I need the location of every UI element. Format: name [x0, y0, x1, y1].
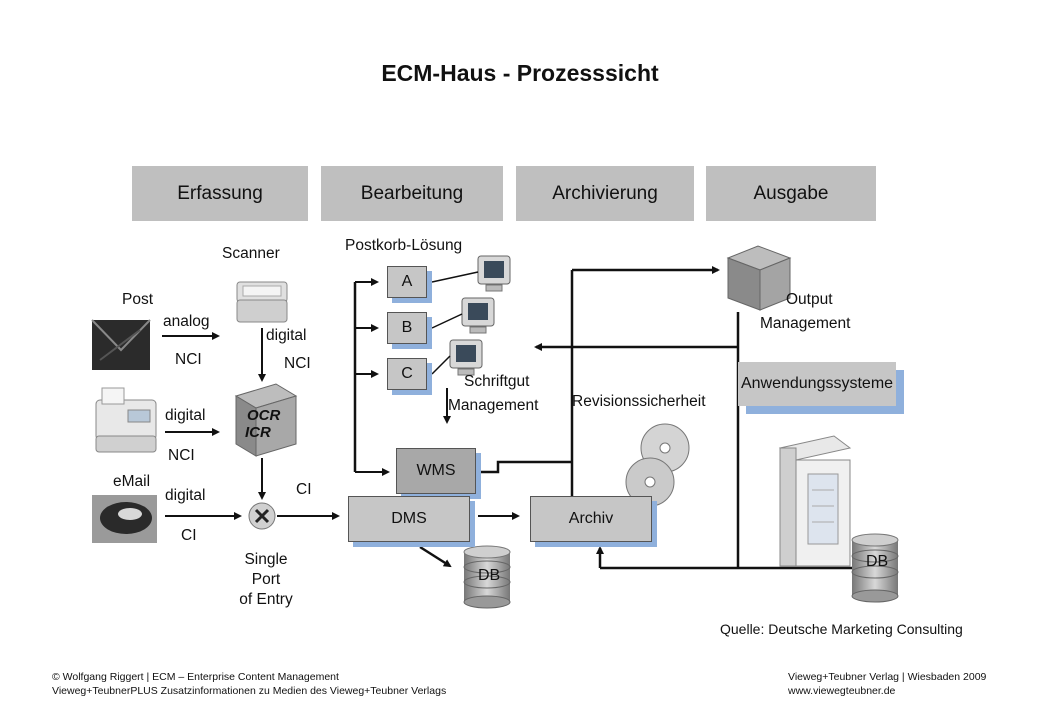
ocr-label: OCR — [247, 407, 281, 424]
footer-right-line1: Vieweg+Teubner Verlag | Wiesbaden 2009 — [788, 671, 987, 683]
page-title: ECM-Haus - Prozesssicht — [381, 60, 659, 86]
ci-label-2: CI — [296, 481, 312, 498]
wms-box: WMS — [396, 448, 476, 494]
analog-label: analog — [163, 313, 210, 330]
scanner-digital-label: digital — [266, 327, 307, 344]
schriftgut-line2: Management — [448, 397, 539, 414]
phase-archivierung: Archivierung — [516, 166, 694, 221]
monitor-icon-a — [477, 255, 511, 292]
source-label: Quelle: Deutsche Marketing Consulting — [720, 621, 963, 637]
phase-erfassung: Erfassung — [132, 166, 308, 221]
phase-bearbeitung: Bearbeitung — [321, 166, 503, 221]
fax-icon — [95, 387, 157, 453]
output-line1: Output — [786, 291, 833, 308]
footer-right-line2: www.viewegteubner.de — [788, 685, 896, 698]
mouse-icon — [92, 495, 157, 543]
entry-line1: Single — [244, 551, 288, 568]
dms-db-label: DB — [478, 567, 501, 584]
footer-left-line1: © Wolfgang Riggert | ECM – Enterprise Co… — [52, 671, 339, 683]
footer-left: © Wolfgang Riggert | ECM – Enterprise Co… — [52, 670, 446, 698]
revision-label: Revisionssicherheit — [572, 393, 706, 410]
phase-ausgabe: Ausgabe — [706, 166, 876, 221]
output-line2: Management — [760, 315, 851, 332]
archiv-box: Archiv — [530, 496, 652, 542]
anwendungssysteme-box: Anwendungssysteme — [738, 362, 896, 406]
footer-left-line2: Vieweg+TeubnerPLUS Zusatzinformationen z… — [52, 685, 447, 698]
archive-db-label: DB — [866, 553, 889, 570]
ci-label-1: CI — [181, 527, 197, 544]
digital-mail-label: digital — [165, 487, 206, 504]
monitor-icon-c — [449, 339, 483, 376]
entry-line3: of Entry — [239, 591, 293, 608]
database-icon — [463, 545, 511, 609]
envelope-icon — [91, 319, 151, 370]
nci-label-1: NCI — [175, 351, 202, 368]
queue-box-a: A — [387, 266, 427, 298]
nci-label-2: NCI — [168, 447, 195, 464]
queue-box-c: C — [387, 358, 427, 390]
email-label: eMail — [113, 473, 151, 490]
schriftgut-line1: Schriftgut — [464, 373, 530, 390]
dms-box: DMS — [348, 496, 470, 542]
scanner-nci-label: NCI — [284, 355, 311, 372]
output-cube-icon — [726, 245, 792, 311]
server-icon — [778, 435, 852, 567]
footer-right: Vieweg+Teubner Verlag | Wiesbaden 2009 w… — [788, 670, 986, 698]
digital-fax-label: digital — [165, 407, 206, 424]
monitor-icon-b — [461, 297, 495, 334]
entry-point-icon — [248, 502, 276, 530]
scanner-label: Scanner — [222, 245, 280, 262]
postkorb-label: Postkorb-Lösung — [345, 237, 463, 254]
post-label: Post — [122, 291, 154, 308]
database-icon-archive — [851, 533, 899, 603]
scanner-icon — [236, 281, 288, 323]
entry-line2: Port — [251, 571, 281, 588]
queue-box-b: B — [387, 312, 427, 344]
ocr-cube-icon — [234, 383, 298, 457]
icr-label: ICR — [245, 424, 271, 441]
